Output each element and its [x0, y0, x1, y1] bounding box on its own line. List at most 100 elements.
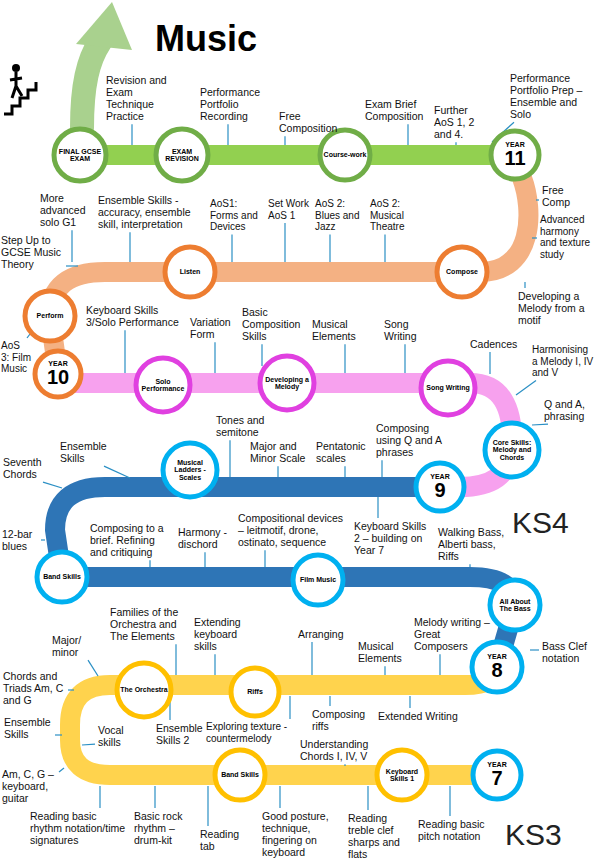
topic-label: Keyboard Skills 3/Solo Performance: [86, 304, 186, 328]
topic-label: Performance Portfolio Prep – Ensemble an…: [510, 72, 592, 120]
topic-label: Advanced harmony and texture study: [540, 214, 592, 260]
leader-line: [439, 654, 440, 675]
page-title: Music: [155, 18, 257, 60]
road-band: [82, 42, 100, 128]
topic-label: Understanding Chords I, IV, V: [300, 738, 378, 762]
topic-label: 12-bar blues: [2, 528, 38, 552]
circle-text: YEAR7: [476, 761, 519, 789]
year-word: YEAR: [487, 761, 506, 768]
leader-line: [214, 654, 215, 675]
leader-line: [68, 689, 74, 690]
leader-line: [43, 482, 62, 488]
leader-line: [264, 550, 265, 567]
stage-name: Solo Performance: [139, 378, 187, 393]
topic-label: AoS 3: Film Music: [1, 340, 31, 375]
key-stage-label: KS4: [512, 506, 569, 539]
stage-circle: EXAM REVISION: [153, 126, 211, 184]
circle-text: All About The Bass: [493, 598, 538, 613]
stage-circle: FINAL GCSE EXAM: [51, 126, 109, 184]
leader-line: [129, 232, 130, 262]
circle-text: YEAR11: [494, 141, 537, 169]
stage-circle: All About The Bass: [487, 577, 543, 633]
topic-label: Harmony - dischord: [178, 526, 234, 550]
leader-line: [229, 440, 230, 477]
leader-line: [261, 344, 262, 366]
year-word: YEAR: [48, 360, 67, 367]
circle-ring: [491, 131, 539, 179]
leader-line: [59, 768, 64, 772]
road-band: [55, 487, 440, 577]
stage-circle: YEAR7: [470, 748, 524, 802]
leader-line: [231, 235, 232, 263]
stairs-icon: [4, 64, 36, 114]
circle-text: Band Skills: [40, 573, 85, 580]
topic-label: Chords and Triads Am, C and G: [3, 670, 65, 706]
topic-label: Basic Composition Skills: [242, 306, 306, 342]
road-band: [62, 577, 515, 667]
topic-label: Composing riffs: [312, 708, 368, 732]
topic-label: AoS 2: Musical Theatre: [370, 198, 425, 233]
key-stage-label: KS3: [505, 818, 562, 851]
stage-name: Perform: [37, 312, 64, 319]
circle-text: EXAM REVISION: [159, 148, 205, 163]
stage-circle: YEAR9: [413, 460, 467, 514]
leader-line: [407, 124, 408, 145]
topic-label: Performance Portfolio Recording: [200, 86, 276, 122]
leader-line: [214, 342, 215, 373]
stage-circle: Perform: [22, 288, 78, 344]
leader-line: [384, 666, 385, 675]
leader-line: [489, 352, 490, 374]
circle-ring: [490, 580, 540, 630]
topic-label: Extended Writing: [378, 710, 468, 722]
circle-ring: [35, 351, 81, 397]
leader-line: [532, 237, 537, 238]
stage-name: All About The Bass: [493, 598, 538, 613]
stage-circle: Band Skills: [34, 549, 90, 605]
circle-ring: [25, 291, 75, 341]
circle-text: The Orchestra: [120, 686, 168, 693]
stage-name: Listen: [180, 268, 201, 275]
leader-line: [124, 330, 125, 373]
leader-line: [71, 230, 72, 262]
stage-circle: Solo Performance: [133, 355, 193, 415]
circle-ring: [437, 247, 487, 297]
circle-ring: [136, 358, 190, 412]
topic-label: Reading basic pitch notation: [418, 818, 494, 842]
stage-circle: Core Skills: Melody and Chords: [482, 420, 542, 480]
stage-circle: YEAR11: [488, 128, 542, 182]
stage-name: Film Music: [300, 576, 336, 583]
leader-line: [227, 124, 228, 145]
topic-label: Developing a Melody from a motif: [518, 290, 592, 326]
circle-ring: [260, 356, 314, 410]
circle-text: Riffs: [234, 688, 277, 695]
leader-line: [99, 786, 100, 808]
circle-text: YEAR9: [419, 473, 462, 501]
leader-line: [516, 381, 536, 396]
leader-line: [41, 539, 45, 540]
topic-label: Seventh Chords: [3, 456, 47, 480]
topic-label: Cadences: [470, 338, 520, 350]
topic-label: Extending keyboard skills: [194, 616, 250, 652]
leader-line: [82, 744, 95, 746]
leader-line: [344, 344, 345, 373]
circle-text: Course-work: [323, 151, 368, 158]
leader-line: [524, 282, 525, 288]
circle-ring: [377, 750, 427, 800]
circle-ring: [421, 361, 475, 415]
leader-line: [329, 235, 330, 263]
topic-label: Major/ minor: [52, 634, 92, 658]
stage-name: Compose: [446, 268, 478, 275]
topic-label: Compositional devices – leitmotif, drone…: [238, 512, 350, 548]
topic-label: Walking Bass, Alberti bass, Riffs: [438, 526, 510, 562]
year-number: 11: [504, 148, 525, 169]
stage-name: Core Skills: Melody and Chords: [488, 439, 536, 461]
topic-label: Ensemble Skills: [4, 716, 52, 740]
leader-line: [277, 466, 278, 477]
leader-line: [384, 235, 385, 263]
leader-line: [530, 649, 539, 650]
topic-label: Composing to a brief. Refining and criti…: [90, 522, 174, 558]
stage-circle: YEAR10: [32, 348, 84, 400]
topic-label: Reading tab: [200, 828, 244, 852]
circle-ring: [293, 555, 343, 605]
topic-label: Melody writing – Great Composers: [414, 616, 490, 652]
